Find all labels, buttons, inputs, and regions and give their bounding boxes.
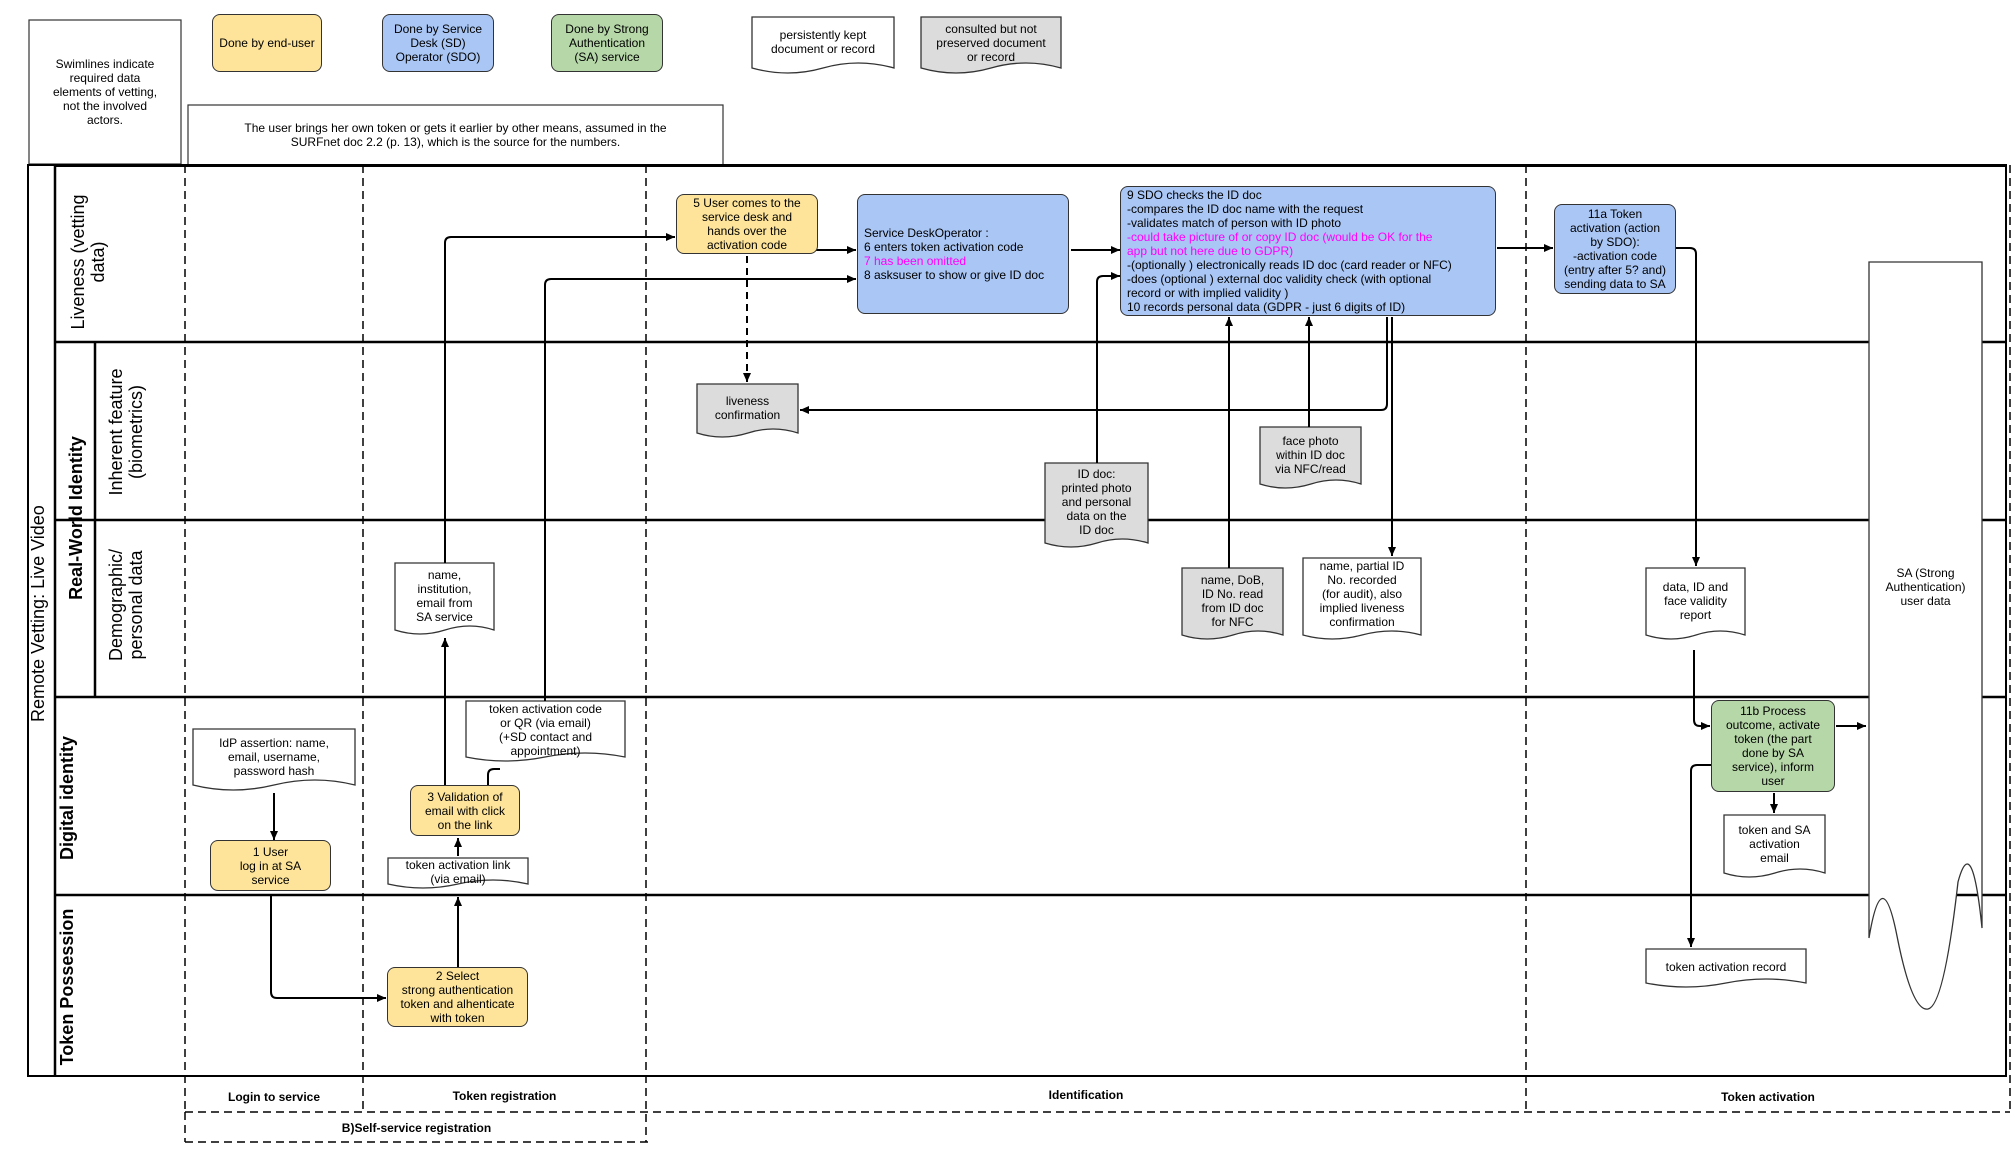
- activation-link-doc: token activation link(via email): [405, 858, 511, 886]
- lane-real-world-identity: Real-World Identity: [66, 436, 86, 600]
- phase-activation: Token activation: [1721, 1090, 1815, 1104]
- phase-self-service: B)Self-service registration: [341, 1121, 492, 1135]
- step9-sdo-checks: 9 SDO checks the ID doc-compares the ID …: [1120, 186, 1496, 316]
- phase-registration: Token registration: [452, 1089, 557, 1103]
- lane-token-possession: Token Possession: [57, 908, 77, 1066]
- idp-assertion-doc: IdP assertion: name,email, username,pass…: [219, 736, 329, 778]
- legend-end-user: Done by end-user: [212, 14, 322, 72]
- assumption-note: The user brings her own token or gets it…: [244, 121, 667, 149]
- phase-login: Login to service: [227, 1090, 321, 1104]
- lane-demographic: Demographic/personal data: [106, 548, 146, 662]
- token-activation-record: token activation record: [1665, 960, 1787, 974]
- phase-identification: Identification: [1048, 1088, 1124, 1102]
- sdo-enter-code: Service DeskOperator :6 enters token act…: [857, 194, 1069, 314]
- lane-digital-identity: Digital identity: [57, 736, 77, 861]
- lane-inherent: Inherent feature(biometrics): [106, 368, 146, 496]
- diagram-title: Remote Vetting: Live Video: [28, 505, 48, 722]
